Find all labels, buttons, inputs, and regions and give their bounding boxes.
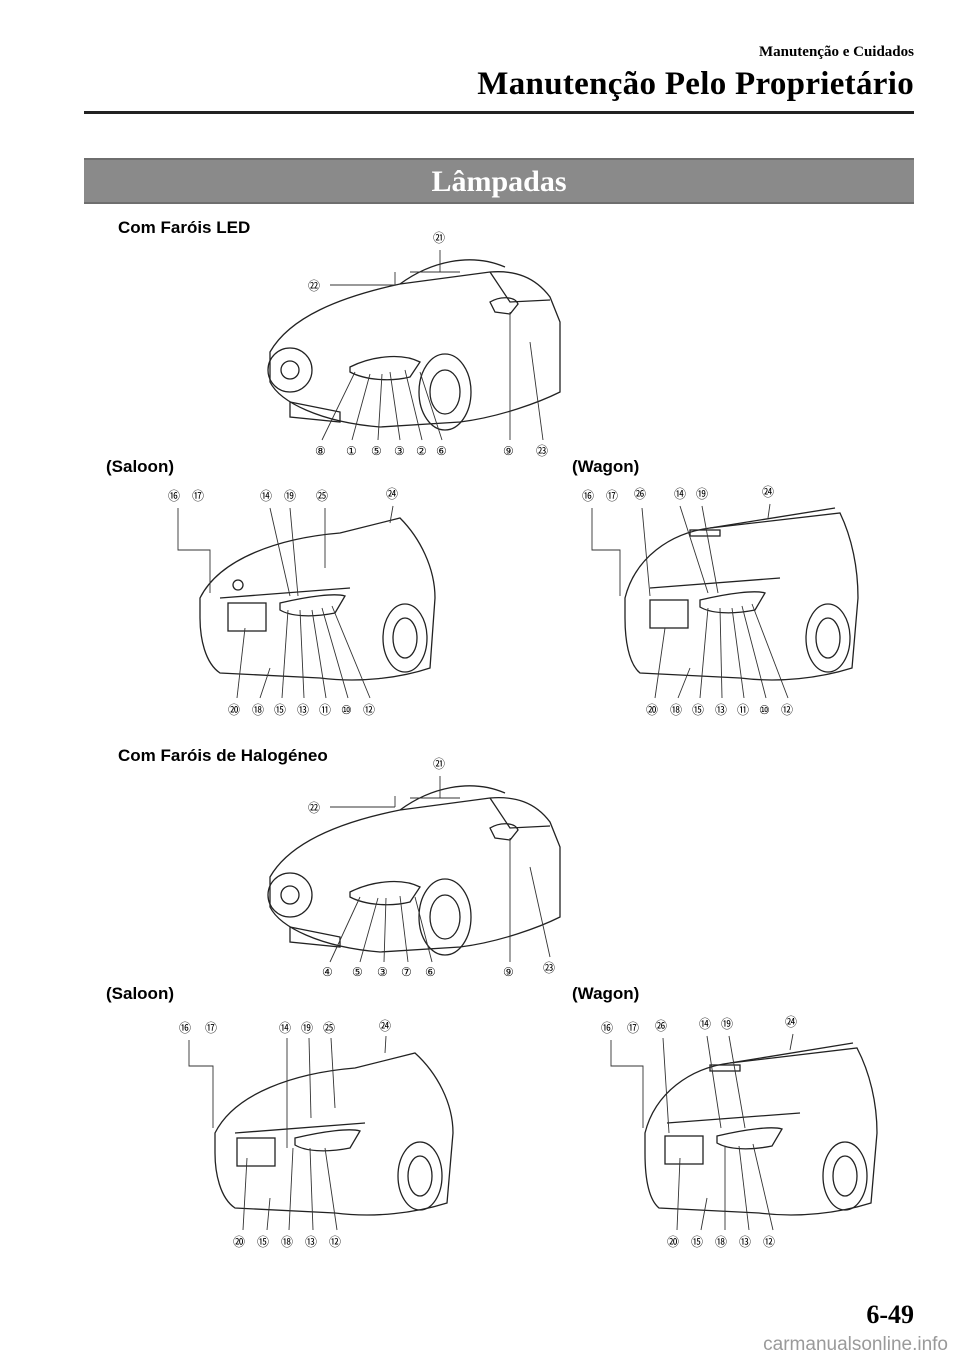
- callout-label: ⑰: [205, 1021, 217, 1035]
- callout-label: ⑲: [721, 1017, 733, 1031]
- callout-label: ⑲: [284, 489, 296, 503]
- callout-label: ㉑: [433, 231, 445, 245]
- callout-label: ②: [416, 444, 427, 458]
- watermark: carmanualsonline.info: [763, 1334, 948, 1355]
- callout-label: ⑱: [715, 1235, 727, 1249]
- callout-label: ⑲: [696, 487, 708, 501]
- callout-label: ⑭: [260, 489, 272, 503]
- callout-label: ⑮: [692, 703, 704, 717]
- callout-label: ⑦: [401, 965, 412, 979]
- callout-label: ①: [346, 444, 357, 458]
- rear-saloon-led-figure: ⑯ ⑰ ⑭ ⑲ ㉕ ㉔ ⑳ ⑱ ⑮ ⑬ ⑪ ⑩ ⑫: [160, 478, 440, 723]
- callout-label: ㉖: [634, 487, 646, 501]
- header-divider: [84, 111, 914, 114]
- callout-label: ⑭: [279, 1021, 291, 1035]
- callout-label: ⑪: [737, 703, 749, 717]
- callout-label: ⑨: [503, 444, 514, 458]
- callout-label: ⑯: [179, 1021, 191, 1035]
- callout-label: ⑮: [274, 703, 286, 717]
- wagon-label-halogen: (Wagon): [572, 984, 640, 1003]
- front-car-led-figure: ⑧ ① ⑤ ③ ② ⑥ ⑨ ㉓ ㉑ ㉒: [260, 222, 570, 467]
- callout-label: ⑱: [252, 703, 264, 717]
- callout-label: ⑲: [301, 1021, 313, 1035]
- callout-label: ㉖: [655, 1019, 667, 1033]
- callout-label: ③: [394, 444, 405, 458]
- callout-label: ⑫: [363, 703, 375, 717]
- callout-label: ⑩: [341, 703, 352, 717]
- callout-label: ⑥: [425, 965, 436, 979]
- callout-label: ⑬: [715, 703, 727, 717]
- front-car-halogen-figure: ④ ⑤ ③ ⑦ ⑥ ⑨ ㉓ ㉑ ㉒: [260, 752, 570, 992]
- callout-label: ⑮: [691, 1235, 703, 1249]
- callout-label: ⑤: [371, 444, 382, 458]
- section-header: Manutenção e Cuidados: [758, 44, 914, 60]
- led-section-title: Com Faróis LED: [118, 218, 251, 237]
- callout-label: ⑨: [503, 965, 514, 979]
- callout-label: ⑰: [192, 489, 204, 503]
- callout-label: ⑰: [627, 1021, 639, 1035]
- callout-label: ⑬: [305, 1235, 317, 1249]
- callout-label: ⑭: [674, 487, 686, 501]
- page-title: Manutenção Pelo Proprietário: [477, 66, 914, 102]
- callout-label: ⑫: [763, 1235, 775, 1249]
- callout-label: ④: [322, 965, 333, 979]
- callout-label: ㉕: [323, 1021, 335, 1035]
- callout-label: ㉕: [316, 489, 328, 503]
- callout-label: ⑫: [329, 1235, 341, 1249]
- callout-label: ㉑: [433, 757, 445, 771]
- callout-label: ⑥: [436, 444, 447, 458]
- callout-label: ㉔: [386, 487, 398, 501]
- callout-label: ㉒: [308, 279, 320, 293]
- saloon-label-halogen: (Saloon): [106, 984, 174, 1003]
- callout-label: ⑰: [606, 489, 618, 503]
- callout-label: ⑬: [739, 1235, 751, 1249]
- callout-label: ⑳: [646, 703, 658, 717]
- callout-label: ㉔: [762, 485, 774, 499]
- callout-label: ㉓: [543, 961, 555, 975]
- callout-label: ㉔: [785, 1015, 797, 1029]
- callout-label: ⑳: [228, 703, 240, 717]
- callout-label: ⑮: [257, 1235, 269, 1249]
- callout-label: ⑭: [699, 1017, 711, 1031]
- rear-wagon-led-figure: ⑯ ⑰ ㉖ ⑭ ⑲ ㉔ ⑳ ⑱ ⑮ ⑬ ⑪ ⑩ ⑫: [580, 478, 860, 723]
- banner-title: Lâmpadas: [431, 165, 567, 198]
- callout-label: ⑧: [315, 444, 326, 458]
- callout-label: ⑳: [233, 1235, 245, 1249]
- section-banner: Lâmpadas: [84, 158, 914, 204]
- page-number: 6-49: [866, 1300, 914, 1329]
- callout-label: ⑯: [601, 1021, 613, 1035]
- callout-label: ⑫: [781, 703, 793, 717]
- callout-label: ⑱: [670, 703, 682, 717]
- callout-label: ⑳: [667, 1235, 679, 1249]
- halogen-section-title: Com Faróis de Halogéneo: [118, 746, 328, 765]
- rear-wagon-halogen-figure: ⑯ ⑰ ㉖ ⑭ ⑲ ㉔ ⑳ ⑮ ⑱ ⑬ ⑫: [595, 1008, 880, 1256]
- callout-label: ⑤: [352, 965, 363, 979]
- callout-label: ⑩: [759, 703, 770, 717]
- callout-label: ㉓: [536, 444, 548, 458]
- callout-label: ⑪: [319, 703, 331, 717]
- callout-label: ③: [377, 965, 388, 979]
- callout-label: ⑬: [297, 703, 309, 717]
- rear-saloon-halogen-figure: ⑯ ⑰ ⑭ ⑲ ㉕ ㉔ ⑳ ⑮ ⑱ ⑬ ⑫: [175, 1008, 460, 1256]
- callout-label: ⑯: [168, 489, 180, 503]
- wagon-label-led: (Wagon): [572, 457, 640, 476]
- callout-label: ㉒: [308, 801, 320, 815]
- callout-label: ⑱: [281, 1235, 293, 1249]
- callout-label: ㉔: [379, 1019, 391, 1033]
- saloon-label-led: (Saloon): [106, 457, 174, 476]
- callout-label: ⑯: [582, 489, 594, 503]
